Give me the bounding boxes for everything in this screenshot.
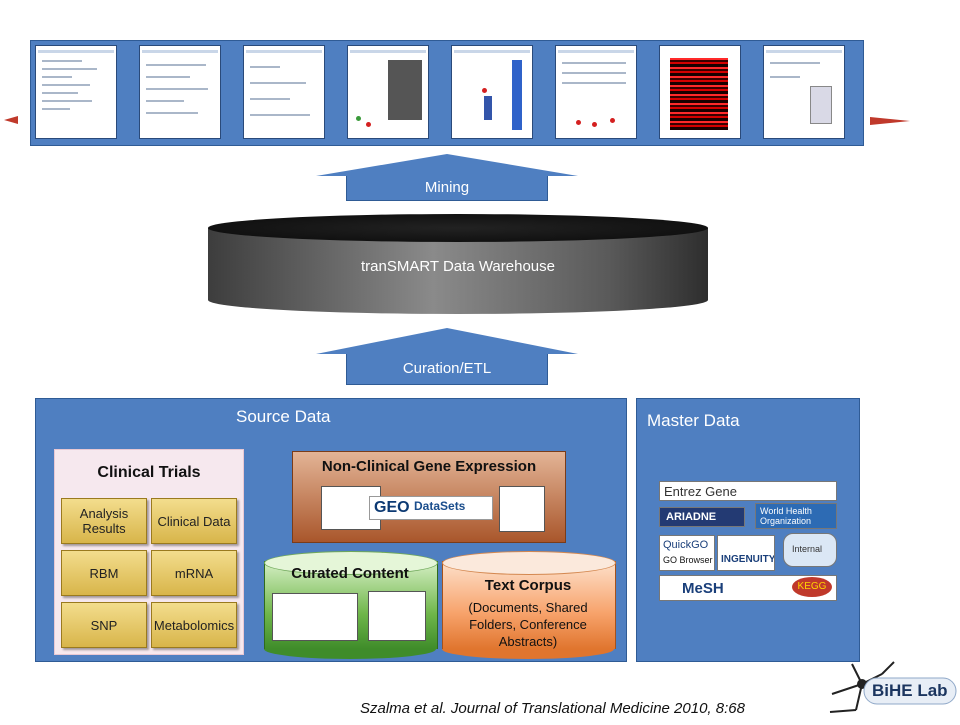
ingenuity-logo: INGENUITY (717, 535, 775, 571)
clinical-item: Clinical Data (151, 498, 237, 544)
source-data-title: Source Data (236, 407, 331, 426)
source-data-panel: Source Data Clinical Trials Analysis Res… (35, 398, 627, 662)
geo-datasets-logo: GEO DataSets (369, 496, 493, 520)
bihe-lab-logo: BiHE Lab (822, 654, 958, 720)
gene-expression-thumbnail (499, 486, 545, 532)
curated-thumbnail (272, 593, 358, 641)
left-red-arrow (4, 116, 18, 124)
right-red-arrow (870, 117, 910, 125)
internal-logo: Internal (783, 533, 837, 567)
screenshot-thumbnail (555, 45, 637, 139)
curated-content-cylinder: Curated Content (264, 551, 438, 659)
screenshot-thumbnail (763, 45, 845, 139)
master-data-panel: Master Data Entrez Gene ARIADNE World He… (636, 398, 860, 662)
mesh-logo: MeSH KEGG (659, 575, 837, 601)
screenshot-thumbnail (451, 45, 533, 139)
bihe-lab-text: BiHE Lab (872, 681, 948, 700)
neuron-icon (829, 661, 957, 713)
clinical-item: SNP (61, 602, 147, 648)
warehouse-label: tranSMART Data Warehouse (361, 258, 555, 275)
geo-text: GEO (374, 499, 410, 516)
data-warehouse-cylinder: tranSMART Data Warehouse (208, 214, 708, 314)
mining-label: Mining (346, 176, 548, 201)
curation-arrow: Curation/ETL (316, 328, 578, 385)
who-logo: World Health Organization (755, 503, 837, 529)
citation-text: Szalma et al. Journal of Translational M… (360, 700, 745, 717)
curated-thumbnail (368, 591, 426, 641)
clinical-trials-panel: Clinical Trials Analysis Results Clinica… (54, 449, 244, 655)
screenshot-thumbnail (139, 45, 221, 139)
curated-content-title: Curated Content (291, 565, 409, 582)
screenshot-thumbnail (347, 45, 429, 139)
entrez-gene-logo: Entrez Gene (659, 481, 837, 501)
mining-arrow: Mining (316, 154, 578, 201)
text-corpus-title: Text Corpus (484, 577, 572, 594)
clinical-item: mRNA (151, 550, 237, 596)
clinical-item: Analysis Results (61, 498, 147, 544)
non-clinical-gene-expression-panel: Non-Clinical Gene Expression GEO DataSet… (292, 451, 566, 543)
kegg-badge: KEGG (792, 577, 832, 597)
datasets-text: DataSets (414, 499, 466, 513)
clinical-trials-title: Clinical Trials (97, 464, 201, 481)
master-data-title: Master Data (647, 411, 740, 430)
clinical-item: RBM (61, 550, 147, 596)
text-corpus-cylinder: Text Corpus (Documents, Shared Folders, … (442, 551, 616, 659)
ariadne-logo: ARIADNE (659, 507, 745, 527)
screenshot-thumbnail (35, 45, 117, 139)
screenshot-thumbnail (659, 45, 741, 139)
clinical-item: Metabolomics (151, 602, 237, 648)
quickgo-logo: QuickGO GO Browser (659, 535, 715, 571)
curation-label: Curation/ETL (346, 354, 548, 385)
screenshot-thumbnail (243, 45, 325, 139)
application-screenshots-strip (30, 40, 864, 146)
non-clinical-title: Non-Clinical Gene Expression (321, 458, 537, 475)
text-corpus-description: (Documents, Shared Folders, Conference A… (468, 600, 588, 649)
